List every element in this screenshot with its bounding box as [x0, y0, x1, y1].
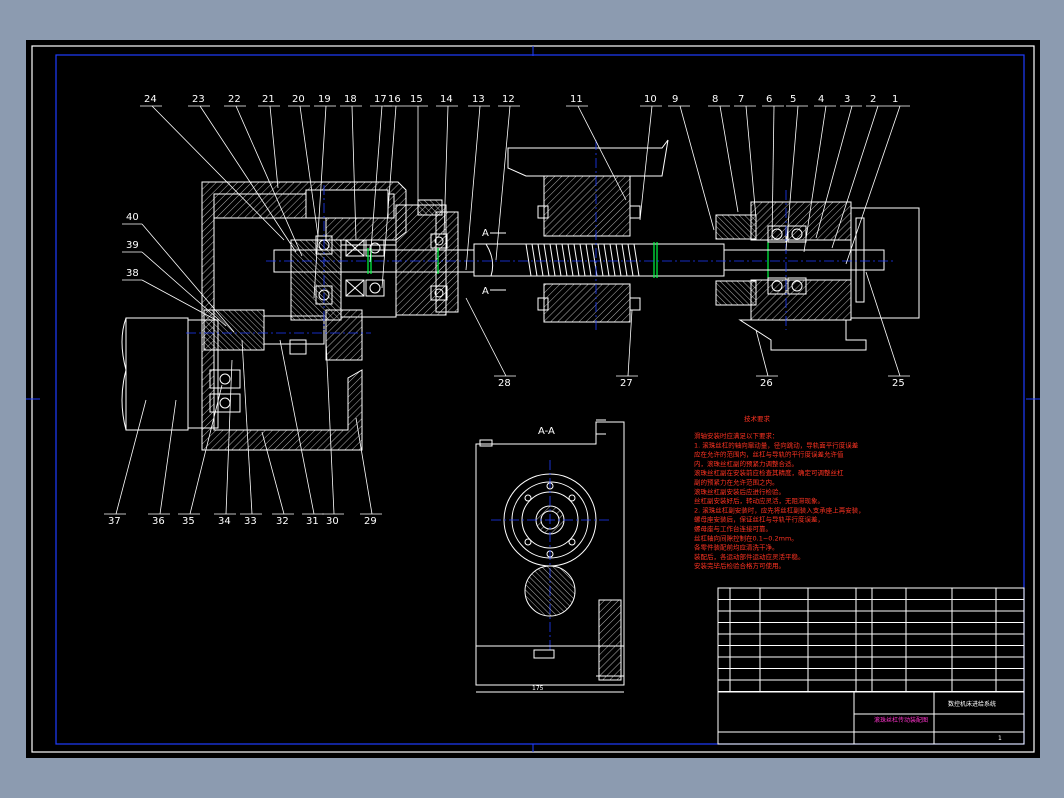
callout-label: 16 — [388, 94, 401, 105]
note-line: 安装完毕后检验合格方可使用。 — [694, 561, 785, 570]
callout-label: 4 — [818, 94, 824, 105]
drawing-title: 滚珠丝杠传动装配图 — [874, 716, 928, 724]
callout-label: 27 — [620, 378, 633, 389]
callout-label: 40 — [126, 212, 139, 223]
sheet-number: 1 — [998, 735, 1002, 742]
title-block: 滚珠丝杠传动装配图 数控机床进给系统 1 — [717, 587, 1025, 745]
callout-label: 2 — [870, 94, 876, 105]
callout-label: 15 — [410, 94, 423, 105]
note-line: 各零件装配前均应清洗干净。 — [694, 543, 779, 552]
callout-label: 17 — [374, 94, 387, 105]
callout-label: 13 — [472, 94, 485, 105]
technical-notes: 技术要求 滑轴安装时应满足以下要求：1. 滚珠丝杠的轴向窜动量，径向跳动，导轨面… — [694, 414, 865, 570]
section-mark-lower: A — [482, 286, 489, 297]
note-line: 滚珠丝杠副在安装前应检查其精度，确定可调整丝杠 — [694, 468, 844, 477]
callout-label: 33 — [244, 516, 257, 527]
callout-label: 5 — [790, 94, 796, 105]
note-line: 滚珠丝杠副安装后应进行检验。 — [694, 487, 785, 496]
callout-label: 35 — [182, 516, 195, 527]
callout-label: 37 — [108, 516, 121, 527]
note-line: 内，滚珠丝杠副的预紧力调整合适。 — [694, 459, 798, 468]
callout-label: 36 — [152, 516, 165, 527]
title-block-header: 数控机床进给系统 — [948, 700, 996, 708]
callout-label: 39 — [126, 240, 139, 251]
callout-label: 38 — [126, 268, 139, 279]
note-line: 螺母座安装后，保证丝杠与导轨平行度误差， — [694, 515, 824, 524]
callout-label: 21 — [262, 94, 275, 105]
callout-label: 14 — [440, 94, 453, 105]
callout-label: 26 — [760, 378, 773, 389]
main-section-view: A A — [121, 139, 920, 451]
callout-label: 20 — [292, 94, 305, 105]
callout-label: 23 — [192, 94, 205, 105]
callout-label: 34 — [218, 516, 231, 527]
callout-label: 29 — [364, 516, 377, 527]
note-line: 螺母座与工作台连接可靠。 — [694, 524, 772, 533]
screw-thread — [525, 243, 640, 277]
note-line: 丝杠副安装好后，转动应灵活，无阻滞现象。 — [694, 496, 824, 505]
section-view-title: A-A — [538, 426, 555, 437]
callout-label: 8 — [712, 94, 718, 105]
note-line: 副的预紧力在允许范围之内。 — [694, 478, 779, 487]
callout-label: 1 — [892, 94, 898, 105]
callout-label: 11 — [570, 94, 583, 105]
callout-label: 9 — [672, 94, 678, 105]
callout-label: 32 — [276, 516, 289, 527]
callout-label: 25 — [892, 378, 905, 389]
note-line: 滑轴安装时应满足以下要求： — [694, 431, 779, 440]
section-view-aa: A-A 175 — [475, 419, 625, 693]
note-line: 装配后，各运动部件运动应灵活平稳。 — [694, 552, 805, 561]
notes-title: 技术要求 — [744, 414, 771, 423]
section-mark-upper: A — [482, 228, 489, 239]
callout-label: 24 — [144, 94, 157, 105]
note-line: 应在允许的范围内，丝杠与导轨的平行度误差允许值 — [694, 450, 844, 459]
note-line: 2. 滚珠丝杠副安装时，应先将丝杠副装入支承座上再安装， — [694, 505, 865, 514]
callout-label: 3 — [844, 94, 850, 105]
callout-label: 30 — [326, 516, 339, 527]
callout-label: 10 — [644, 94, 657, 105]
callout-label: 31 — [306, 516, 319, 527]
note-line: 丝杠轴向间隙控制在0.1~0.2mm。 — [694, 533, 798, 542]
callout-label: 22 — [228, 94, 241, 105]
callout-label: 18 — [344, 94, 357, 105]
callout-label: 28 — [498, 378, 511, 389]
note-line: 1. 滚珠丝杠的轴向窜动量，径向跳动，导轨面平行度误差 — [694, 440, 859, 449]
callout-label: 7 — [738, 94, 744, 105]
dimension-label: 175 — [532, 685, 544, 692]
callout-label: 12 — [502, 94, 515, 105]
drawing-border — [55, 54, 1025, 745]
callout-label: 6 — [766, 94, 772, 105]
callout-label: 19 — [318, 94, 331, 105]
